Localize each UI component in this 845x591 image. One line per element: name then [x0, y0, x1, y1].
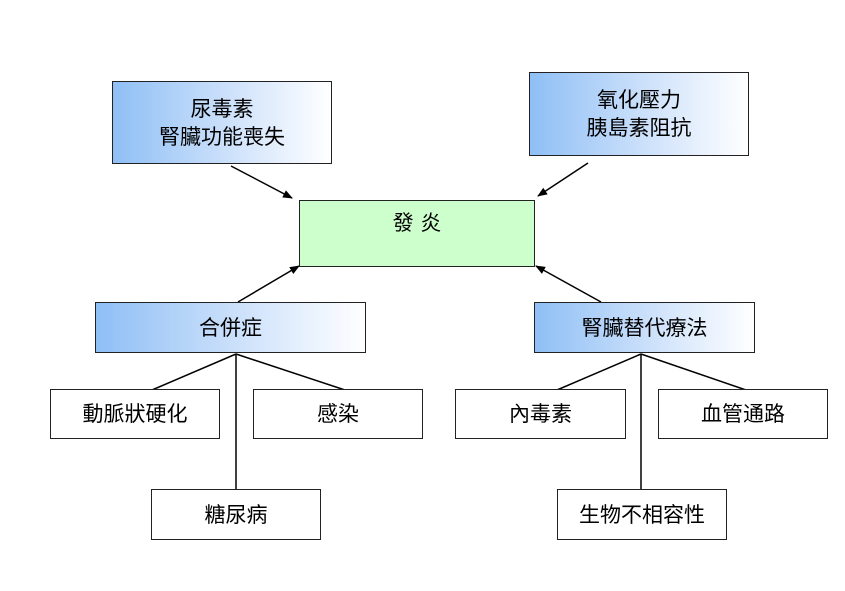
- arrow-top-right-to-center: [537, 162, 589, 197]
- diabetes-box: 糖尿病: [151, 489, 321, 540]
- vascular-access-label: 血管通路: [701, 402, 785, 426]
- uremic-toxin-box: 尿毒素 腎臟功能喪失: [112, 81, 332, 164]
- connector-complications-to-infection: [235, 353, 346, 391]
- renal-replacement-label: 腎臟替代療法: [581, 315, 708, 340]
- bioincompatibility-box: 生物不相容性: [557, 489, 727, 540]
- atherosclerosis-box: 動脈狀硬化: [50, 389, 220, 439]
- inflammation-box: 發 炎: [299, 200, 535, 267]
- vascular-access-box: 血管通路: [658, 389, 828, 439]
- arrow-complications-to-center: [237, 265, 300, 303]
- inflammation-label: 發 炎: [392, 211, 442, 235]
- diabetes-label: 糖尿病: [204, 502, 268, 527]
- connector-complications-to-atherosclerosis: [151, 353, 237, 391]
- renal-replacement-box: 腎臟替代療法: [534, 302, 755, 353]
- connector-renal-to-endotoxin: [556, 353, 642, 391]
- connector-renal-to-vascular-access: [640, 353, 747, 391]
- infection-box: 感染: [253, 389, 423, 439]
- oxidative-stress-label: 氧化壓力: [597, 88, 681, 112]
- oxidative-stress-box: 氧化壓力 胰島素阻抗: [529, 72, 749, 156]
- arrow-renal-to-center: [535, 265, 602, 303]
- arrow-top-left-to-center: [230, 165, 293, 199]
- atherosclerosis-label: 動脈狀硬化: [82, 402, 188, 426]
- renal-function-loss-label: 腎臟功能喪失: [159, 124, 285, 149]
- complications-label: 合併症: [199, 315, 262, 340]
- uremic-toxin-label: 尿毒素: [190, 96, 254, 121]
- complications-box: 合併症: [95, 302, 366, 353]
- bioincompatibility-label: 生物不相容性: [579, 502, 705, 527]
- endotoxin-label: 內毒素: [509, 402, 572, 426]
- infection-label: 感染: [317, 402, 359, 426]
- insulin-resistance-label: 胰島素阻抗: [586, 116, 692, 140]
- endotoxin-box: 內毒素: [455, 389, 626, 439]
